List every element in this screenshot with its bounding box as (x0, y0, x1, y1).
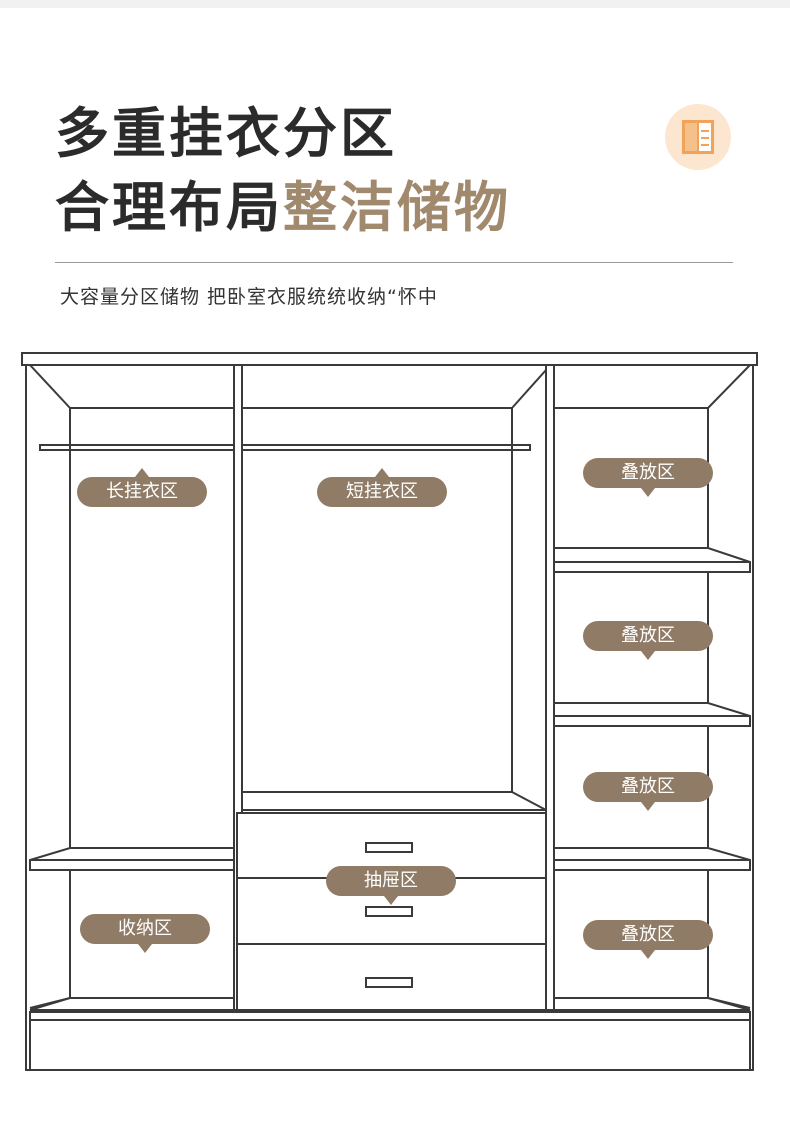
headline-plain: 合理布局 (55, 176, 283, 239)
arrow-down-icon (641, 802, 655, 811)
zone-tag-drawer: 抽屉区 (326, 866, 456, 905)
zone-tag-fold-4: 叠放区 (583, 920, 713, 959)
headline-accent: 整洁储物 (283, 176, 511, 239)
zone-tag-long-hang: 长挂衣区 (77, 468, 207, 507)
arrow-down-icon (641, 651, 655, 660)
zone-tag-fold-1: 叠放区 (583, 458, 713, 497)
wardrobe-icon (665, 104, 731, 170)
headline-line-2: 合理布局整洁储物 (55, 176, 511, 240)
headline-line-1: 多重挂衣分区 (55, 102, 397, 165)
zone-tag-fold-3: 叠放区 (583, 772, 713, 811)
zone-tag-short-hang: 短挂衣区 (317, 468, 447, 507)
zone-tag-fold-2: 叠放区 (583, 621, 713, 660)
zone-label: 短挂衣区 (346, 481, 418, 502)
arrow-down-icon (641, 950, 655, 959)
zone-label: 抽屉区 (364, 870, 418, 891)
zone-label: 叠放区 (621, 462, 675, 483)
arrow-up-icon (375, 468, 389, 477)
arrow-down-icon (384, 896, 398, 905)
zone-label: 叠放区 (621, 924, 675, 945)
arrow-down-icon (641, 488, 655, 497)
zone-label: 收纳区 (118, 918, 172, 939)
zone-label: 叠放区 (621, 776, 675, 797)
top-strip (0, 0, 790, 8)
arrow-down-icon (138, 944, 152, 953)
zone-label: 长挂衣区 (106, 481, 178, 502)
divider (55, 262, 733, 263)
subtitle: 大容量分区储物 把卧室衣服统统收纳“怀中 (60, 286, 438, 308)
zone-label: 叠放区 (621, 625, 675, 646)
arrow-up-icon (135, 468, 149, 477)
zone-tag-storage: 收纳区 (80, 914, 210, 953)
